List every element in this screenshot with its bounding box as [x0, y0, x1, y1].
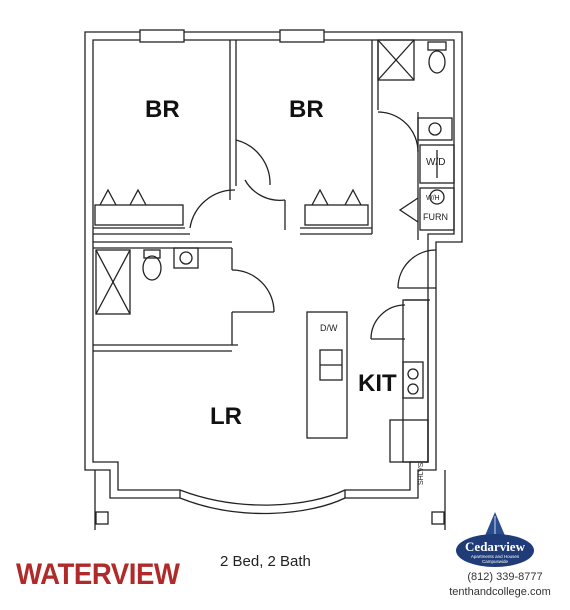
- plan-size: 2 Bed, 2 Bath: [220, 553, 311, 570]
- washer-dryer-label: W/D: [426, 157, 446, 168]
- phone-number: (812) 339-8777: [467, 571, 543, 583]
- bedroom-left-label: BR: [145, 96, 180, 123]
- cedarview-logo: Cedarview Apartments and Houses Campuswi…: [454, 512, 536, 568]
- brand-name: Cedarview: [465, 539, 525, 554]
- bedroom-right-label: BR: [289, 96, 324, 123]
- brand-tagline: Apartments and Houses Campuswide: [456, 554, 534, 564]
- hot-water-label: W/H: [426, 195, 440, 202]
- kitchen-label: KIT: [358, 370, 397, 397]
- pantry-label: SHLVS: [418, 462, 425, 485]
- logo-oval: [456, 534, 534, 567]
- living-room-label: LR: [210, 403, 242, 430]
- floor-plan: [84, 29, 463, 530]
- dishwasher-label: D/W: [320, 323, 338, 333]
- furnace-label: FURN: [423, 212, 448, 222]
- plan-name: WATERVIEW: [16, 558, 180, 591]
- brand-tagline-1: Apartments and Houses: [470, 554, 520, 559]
- website-link[interactable]: tenthandcollege.com: [449, 586, 551, 598]
- brand-tagline-2: Campuswide: [481, 559, 508, 564]
